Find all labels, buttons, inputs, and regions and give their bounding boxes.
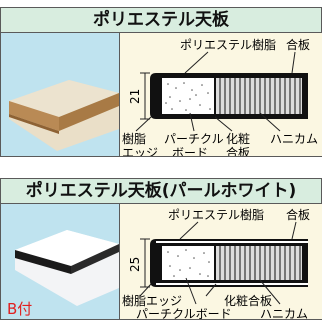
label-plywood: 合板 bbox=[286, 207, 310, 222]
label-particle-1: パーチクル bbox=[164, 132, 224, 146]
label-decorative-1: 化粧 bbox=[226, 132, 250, 146]
badge-label: B付 bbox=[7, 300, 32, 318]
label-decorative-plywood: 化粧合板 bbox=[224, 293, 272, 308]
label-decorative-2: 合板 bbox=[226, 145, 250, 156]
panel-polyester-top-pearl-white: ポリエステル天板(パールホワイト) B付 ポリエステル樹脂 合板 25 bbox=[0, 178, 322, 320]
product-photo bbox=[1, 33, 119, 156]
label-resin-edge-1: 樹脂 bbox=[122, 131, 146, 146]
cross-section-diagram: ポリエステル樹脂 合板 25 bbox=[119, 204, 322, 319]
label-particle-2: ボード bbox=[172, 146, 208, 156]
label-resin-edge: 樹脂エッジ bbox=[122, 293, 182, 308]
label-honeycomb: ハニカム bbox=[270, 132, 318, 146]
panel-polyester-top: ポリエステル天板 ポリエステル樹脂 合板 21 bbox=[0, 7, 322, 157]
label-polyester-resin: ポリエステル樹脂 bbox=[180, 37, 276, 52]
panel-title: ポリエステル天板(パールホワイト) bbox=[1, 179, 321, 204]
panel-title: ポリエステル天板 bbox=[1, 8, 321, 33]
dimension-label: 21 bbox=[128, 89, 142, 104]
label-plywood: 合板 bbox=[286, 37, 310, 52]
label-resin-edge-2: エッジ bbox=[122, 146, 158, 156]
label-honeycomb: ハニカム bbox=[260, 307, 308, 319]
cross-section-diagram: ポリエステル樹脂 合板 21 bbox=[119, 33, 322, 156]
label-particle-board: パーチクルボード bbox=[136, 307, 232, 319]
product-photo: B付 bbox=[1, 204, 119, 319]
label-polyester-resin: ポリエステル樹脂 bbox=[168, 207, 264, 222]
dimension-label: 25 bbox=[128, 257, 142, 272]
